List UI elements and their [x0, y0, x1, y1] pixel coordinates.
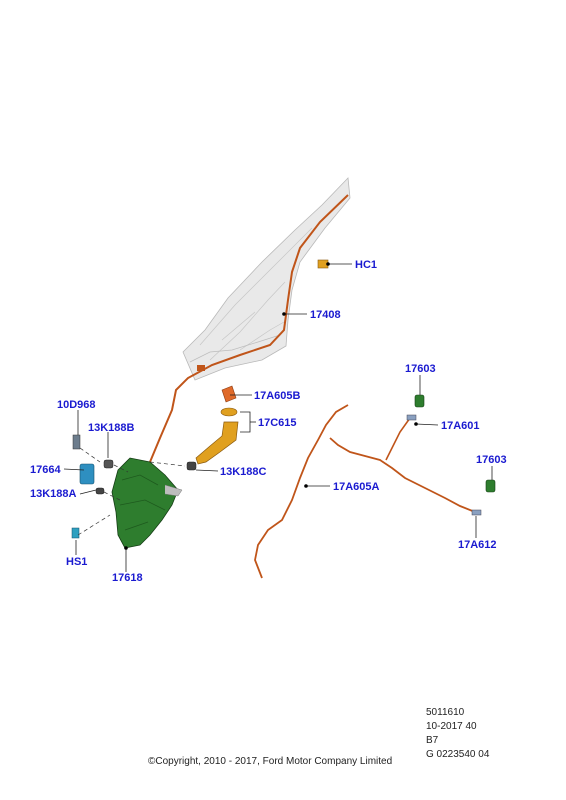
ref-line-2: 10-2017 40 [426, 721, 477, 732]
washer-jet-17603-upper [414, 394, 425, 408]
callout-hc1: HC1 [355, 259, 377, 271]
washer-hose-branch [329, 437, 476, 513]
callout-17664: 17664 [30, 464, 61, 476]
grommet-13k188c [186, 461, 197, 471]
washer-hose-17408 [139, 194, 349, 483]
callout-17618: 17618 [112, 572, 143, 584]
callout-17c615: 17C615 [258, 417, 297, 429]
reference-block: 5011610 10-2017 40 B7 G 0223540 04 [426, 706, 496, 762]
sensor-hs1 [71, 527, 80, 539]
assembly-guide-lines [77, 447, 186, 536]
grommet-13k188b [103, 459, 114, 469]
leader-dots [124, 262, 418, 550]
callout-13k188b: 13K188B [88, 422, 135, 434]
copyright-notice: ©Copyright, 2010 - 2017, Ford Motor Comp… [148, 756, 393, 767]
callout-17408: 17408 [310, 309, 341, 321]
leader-lines [63, 263, 493, 572]
callout-17603-lower: 17603 [476, 454, 507, 466]
callout-13k188c: 13K188C [220, 466, 267, 478]
callout-17a605b: 17A605B [254, 390, 301, 402]
body-panel-illustration [182, 177, 351, 381]
ref-line-4: G 0223540 04 [426, 749, 490, 760]
callout-17a601: 17A601 [441, 420, 480, 432]
washer-hose-17a605a [254, 404, 349, 579]
callout-hs1: HS1 [66, 556, 87, 568]
connector-17a601 [406, 414, 417, 421]
callout-13k188a: 13K188A [30, 488, 77, 500]
pump-17664 [79, 463, 95, 485]
washer-reservoir-17618 [111, 457, 183, 549]
callout-17a605a: 17A605A [333, 481, 380, 493]
callout-17a612: 17A612 [458, 539, 497, 551]
sensor-10d968 [72, 434, 81, 450]
grommet-13k188a [95, 487, 105, 495]
ref-line-1: 5011610 [426, 707, 465, 718]
ref-line-3: B7 [426, 735, 439, 746]
callout-17603-upper: 17603 [405, 363, 436, 375]
washer-jet-17603-lower [485, 479, 496, 493]
hose-clip-connector [197, 365, 205, 371]
connector-17a612 [471, 509, 482, 516]
filler-neck-assembly [195, 385, 239, 465]
callout-10d968: 10D968 [57, 399, 96, 411]
